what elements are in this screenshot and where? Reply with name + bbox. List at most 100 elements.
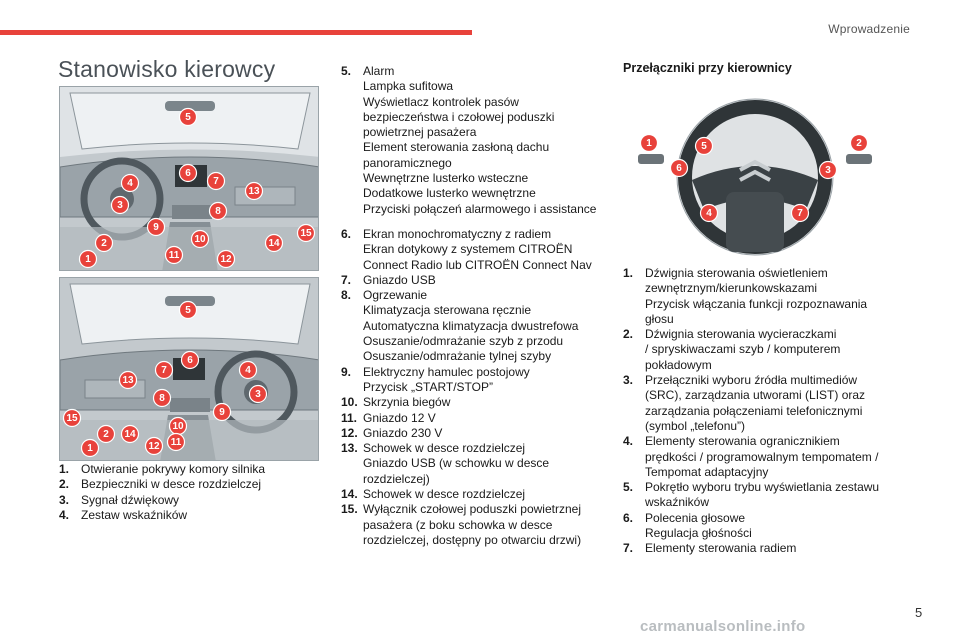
svg-text:14: 14 [124,429,136,440]
legend-text: panoramicznego [363,155,452,170]
legend-item: 2.Dźwignia sterowania wycieraczkami/ spr… [623,327,879,373]
callout-marker-8: 8 [208,201,228,221]
legend-number: 14. [341,487,358,502]
svg-text:8: 8 [159,393,165,404]
svg-text:13: 13 [122,375,134,386]
legend-item: 3. Przełączniki wyboru źródła multimediów… [623,373,879,434]
legend-text: Skrzynia biegów [363,395,451,410]
callout-marker-14: 14 [120,424,140,444]
callout-marker-3: 3 [110,195,130,215]
legend-text: rozdzielczej, dostępny po otwarciu drzwi… [363,532,582,547]
callout-marker-2: 2 [96,424,116,444]
legend-item: 10.Skrzynia biegów [341,395,596,410]
legend-number: 4. [59,507,70,522]
legend-number: 6. [341,226,352,241]
svg-text:1: 1 [87,443,93,454]
svg-text:10: 10 [172,421,184,432]
legend-number: 5. [341,64,352,78]
callout-marker-5: 5 [178,300,198,320]
legend-number: 2. [623,327,634,342]
legend-text: Gniazdo 230 V [363,425,443,440]
svg-text:12: 12 [220,254,232,265]
svg-text:7: 7 [797,208,803,219]
legend-number: 1. [623,266,634,280]
svg-text:13: 13 [248,186,260,197]
legend-text: wskaźników [645,495,710,510]
svg-text:9: 9 [219,407,225,418]
callout-marker-15: 15 [62,408,82,428]
legend-text: zewnętrznym/kierunkowskazami [645,281,818,296]
legend-number: 6. [623,510,634,525]
legend-text: Alarm [363,64,395,78]
legend-text: Ogrzewanie [363,288,428,303]
legend-text: Elementy sterowania radiem [645,541,797,556]
svg-text:5: 5 [701,141,707,152]
callout-marker-6: 6 [180,350,200,370]
legend-text: Wyłącznik czołowej poduszki powietrznej [363,502,581,517]
legend-text: powietrznej pasażera [363,125,477,140]
legend-text: Klimatyzacja sterowana ręcznie [363,303,532,318]
header-accent-bar [0,30,472,35]
callout-marker-4: 4 [120,173,140,193]
legend-text: Wyświetlacz kontrolek pasów [363,94,519,109]
callout-marker-10: 10 [190,229,210,249]
legend-text: Ekran monochromatyczny z radiem [363,226,552,241]
legend-number: 12. [341,425,358,440]
svg-text:14: 14 [268,238,280,249]
legend-text: / spryskiwaczami szyb / komputerem [645,342,841,357]
legend-number: 9. [341,364,352,379]
callout-marker-15: 15 [296,223,316,243]
legend-text: Sygnał dźwiękowy [81,492,180,507]
legend-text: Przycisk włączania funkcji rozpoznawania [645,296,868,311]
legend-item: 15.Wyłącznik czołowej poduszki powietrzn… [341,502,596,548]
svg-text:1: 1 [85,254,91,265]
callout-marker-7: 7 [154,360,174,380]
legend-item: 1.Otwieranie pokrywy komory silnika [59,462,265,477]
callout-marker-6: 6 [178,163,198,183]
callout-marker-6: 6 [669,158,689,178]
svg-text:5: 5 [185,112,191,123]
legend-text: Ekran dotykowy z systemem CITROËN [363,242,573,257]
legend-number: 3. [59,492,70,507]
legend-text: bezpieczeństwa i czołowej poduszki [363,109,555,124]
page-number: 5 [915,605,923,620]
legend-text: Przyciski połączeń alarmowego i assistan… [363,201,597,216]
legend-text: Gniazdo USB (w schowku w desce [363,456,550,471]
svg-text:7: 7 [161,365,167,376]
svg-text:2: 2 [101,238,107,249]
legend-text: pasażera (z boku schowka w desce [363,517,553,532]
callout-marker-9: 9 [212,402,232,422]
legend-text: Przycisk „START/STOP” [363,379,494,394]
legend-item: 11.Gniazdo 12 V [341,411,596,426]
legend-text: rozdzielczej) [363,471,430,486]
callout-marker-7: 7 [790,203,810,223]
svg-text:11: 11 [171,437,182,448]
legend-item: 12. Gniazdo 230 V [341,426,596,441]
callout-marker-9: 9 [146,217,166,237]
callout-marker-1: 1 [639,133,659,153]
legend-text: Przełączniki wyboru źródła multimediów [645,373,858,388]
legend-item: 14.Schowek w desce rozdzielczej [341,487,596,502]
legend-text: Regulacja głośności [645,526,752,541]
callout-marker-1: 1 [78,249,98,269]
callout-marker-13: 13 [118,370,138,390]
svg-text:3: 3 [255,389,261,400]
legend-item: 7. Elementy sterowania radiem [623,541,879,556]
legend-text: Elementy sterowania ogranicznikiem [645,434,840,449]
svg-text:7: 7 [213,176,219,187]
legend-number: 7. [623,541,634,556]
legend-text: Element sterowania zasłoną dachu [363,140,550,155]
legend-item: 4.Zestaw wskaźników [59,508,265,523]
legend-number: 3. [623,373,634,388]
svg-text:3: 3 [117,200,123,211]
